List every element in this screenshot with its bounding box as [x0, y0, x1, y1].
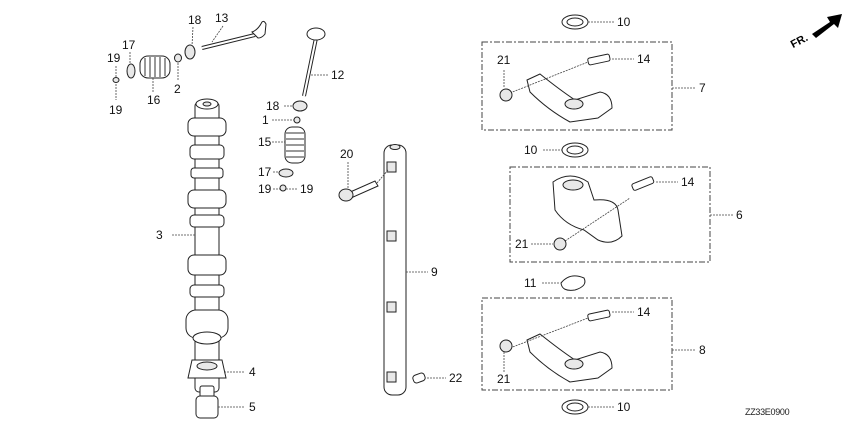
valve-spring-seat — [184, 44, 196, 60]
callout-19: 19 — [107, 51, 121, 65]
callout-9: 9 — [431, 265, 438, 279]
valve-cotter — [279, 184, 287, 192]
rocker-arm-assembly-7 — [481, 41, 696, 131]
intake-valve-group — [278, 27, 326, 192]
leader-lines — [115, 25, 328, 190]
pulser-rotor-bolt — [195, 385, 244, 419]
callout-20: 20 — [340, 147, 354, 161]
callout-2: 2 — [174, 82, 181, 96]
valve-spring — [139, 55, 171, 79]
callout-18: 18 — [188, 13, 202, 27]
callout-19: 19 — [109, 103, 123, 117]
exhaust-valve — [201, 20, 267, 50]
callout-10: 10 — [617, 15, 631, 29]
callout-1: 1 — [262, 113, 269, 127]
rocker-arm-shaft — [383, 144, 428, 396]
valve-spring-retainer — [278, 168, 294, 178]
valve-spring-retainer — [126, 63, 136, 79]
callout-12: 12 — [331, 68, 345, 82]
callout-5: 5 — [249, 400, 256, 414]
callout-16: 16 — [147, 93, 161, 107]
washer — [543, 142, 589, 158]
callout-13: 13 — [215, 11, 229, 25]
callout-6: 6 — [736, 208, 743, 222]
callout-labels: 18 13 17 19 2 16 19 12 18 1 15 17 19 19 … — [107, 11, 743, 414]
front-direction-indicator: FR. — [789, 14, 842, 51]
rocker-arm-assembly-6 — [509, 166, 733, 263]
callout-15: 15 — [258, 135, 272, 149]
valve-cotter — [112, 77, 120, 83]
camshaft — [172, 98, 229, 393]
callout-3: 3 — [156, 228, 163, 242]
camshaft-holder — [187, 359, 244, 379]
callout-22: 22 — [449, 371, 463, 385]
rocker-arm-assembly-8 — [481, 297, 696, 391]
callout-14: 14 — [681, 175, 695, 189]
callout-11: 11 — [524, 276, 537, 290]
callout-19: 19 — [258, 182, 272, 196]
callout-14: 14 — [637, 52, 651, 66]
front-label: FR. — [789, 32, 810, 51]
valve-stem-seal — [174, 53, 182, 63]
valve-spring — [284, 126, 306, 164]
callout-4: 4 — [249, 365, 256, 379]
callout-10: 10 — [617, 400, 631, 414]
intake-valve — [302, 27, 326, 97]
callout-18: 18 — [266, 99, 280, 113]
callout-7: 7 — [699, 81, 706, 95]
wave-washer — [542, 275, 586, 291]
washer — [561, 399, 614, 415]
callout-17: 17 — [258, 165, 272, 179]
washer — [561, 14, 614, 30]
valve-stem-seal — [293, 116, 301, 124]
callout-21: 21 — [497, 53, 511, 67]
dowel-pin — [412, 372, 446, 384]
callout-14: 14 — [637, 305, 651, 319]
callout-19: 19 — [300, 182, 314, 196]
drawing-code: ZZ33E0900 — [745, 407, 790, 417]
callout-8: 8 — [699, 343, 706, 357]
callout-17: 17 — [122, 38, 136, 52]
front-arrow-icon — [812, 14, 842, 38]
callout-21: 21 — [515, 237, 529, 251]
callout-21: 21 — [497, 372, 511, 386]
exhaust-valve-group — [112, 20, 267, 83]
shaft-bolt — [338, 162, 389, 202]
valve-spring-seat — [292, 100, 308, 112]
callout-10: 10 — [524, 143, 538, 157]
